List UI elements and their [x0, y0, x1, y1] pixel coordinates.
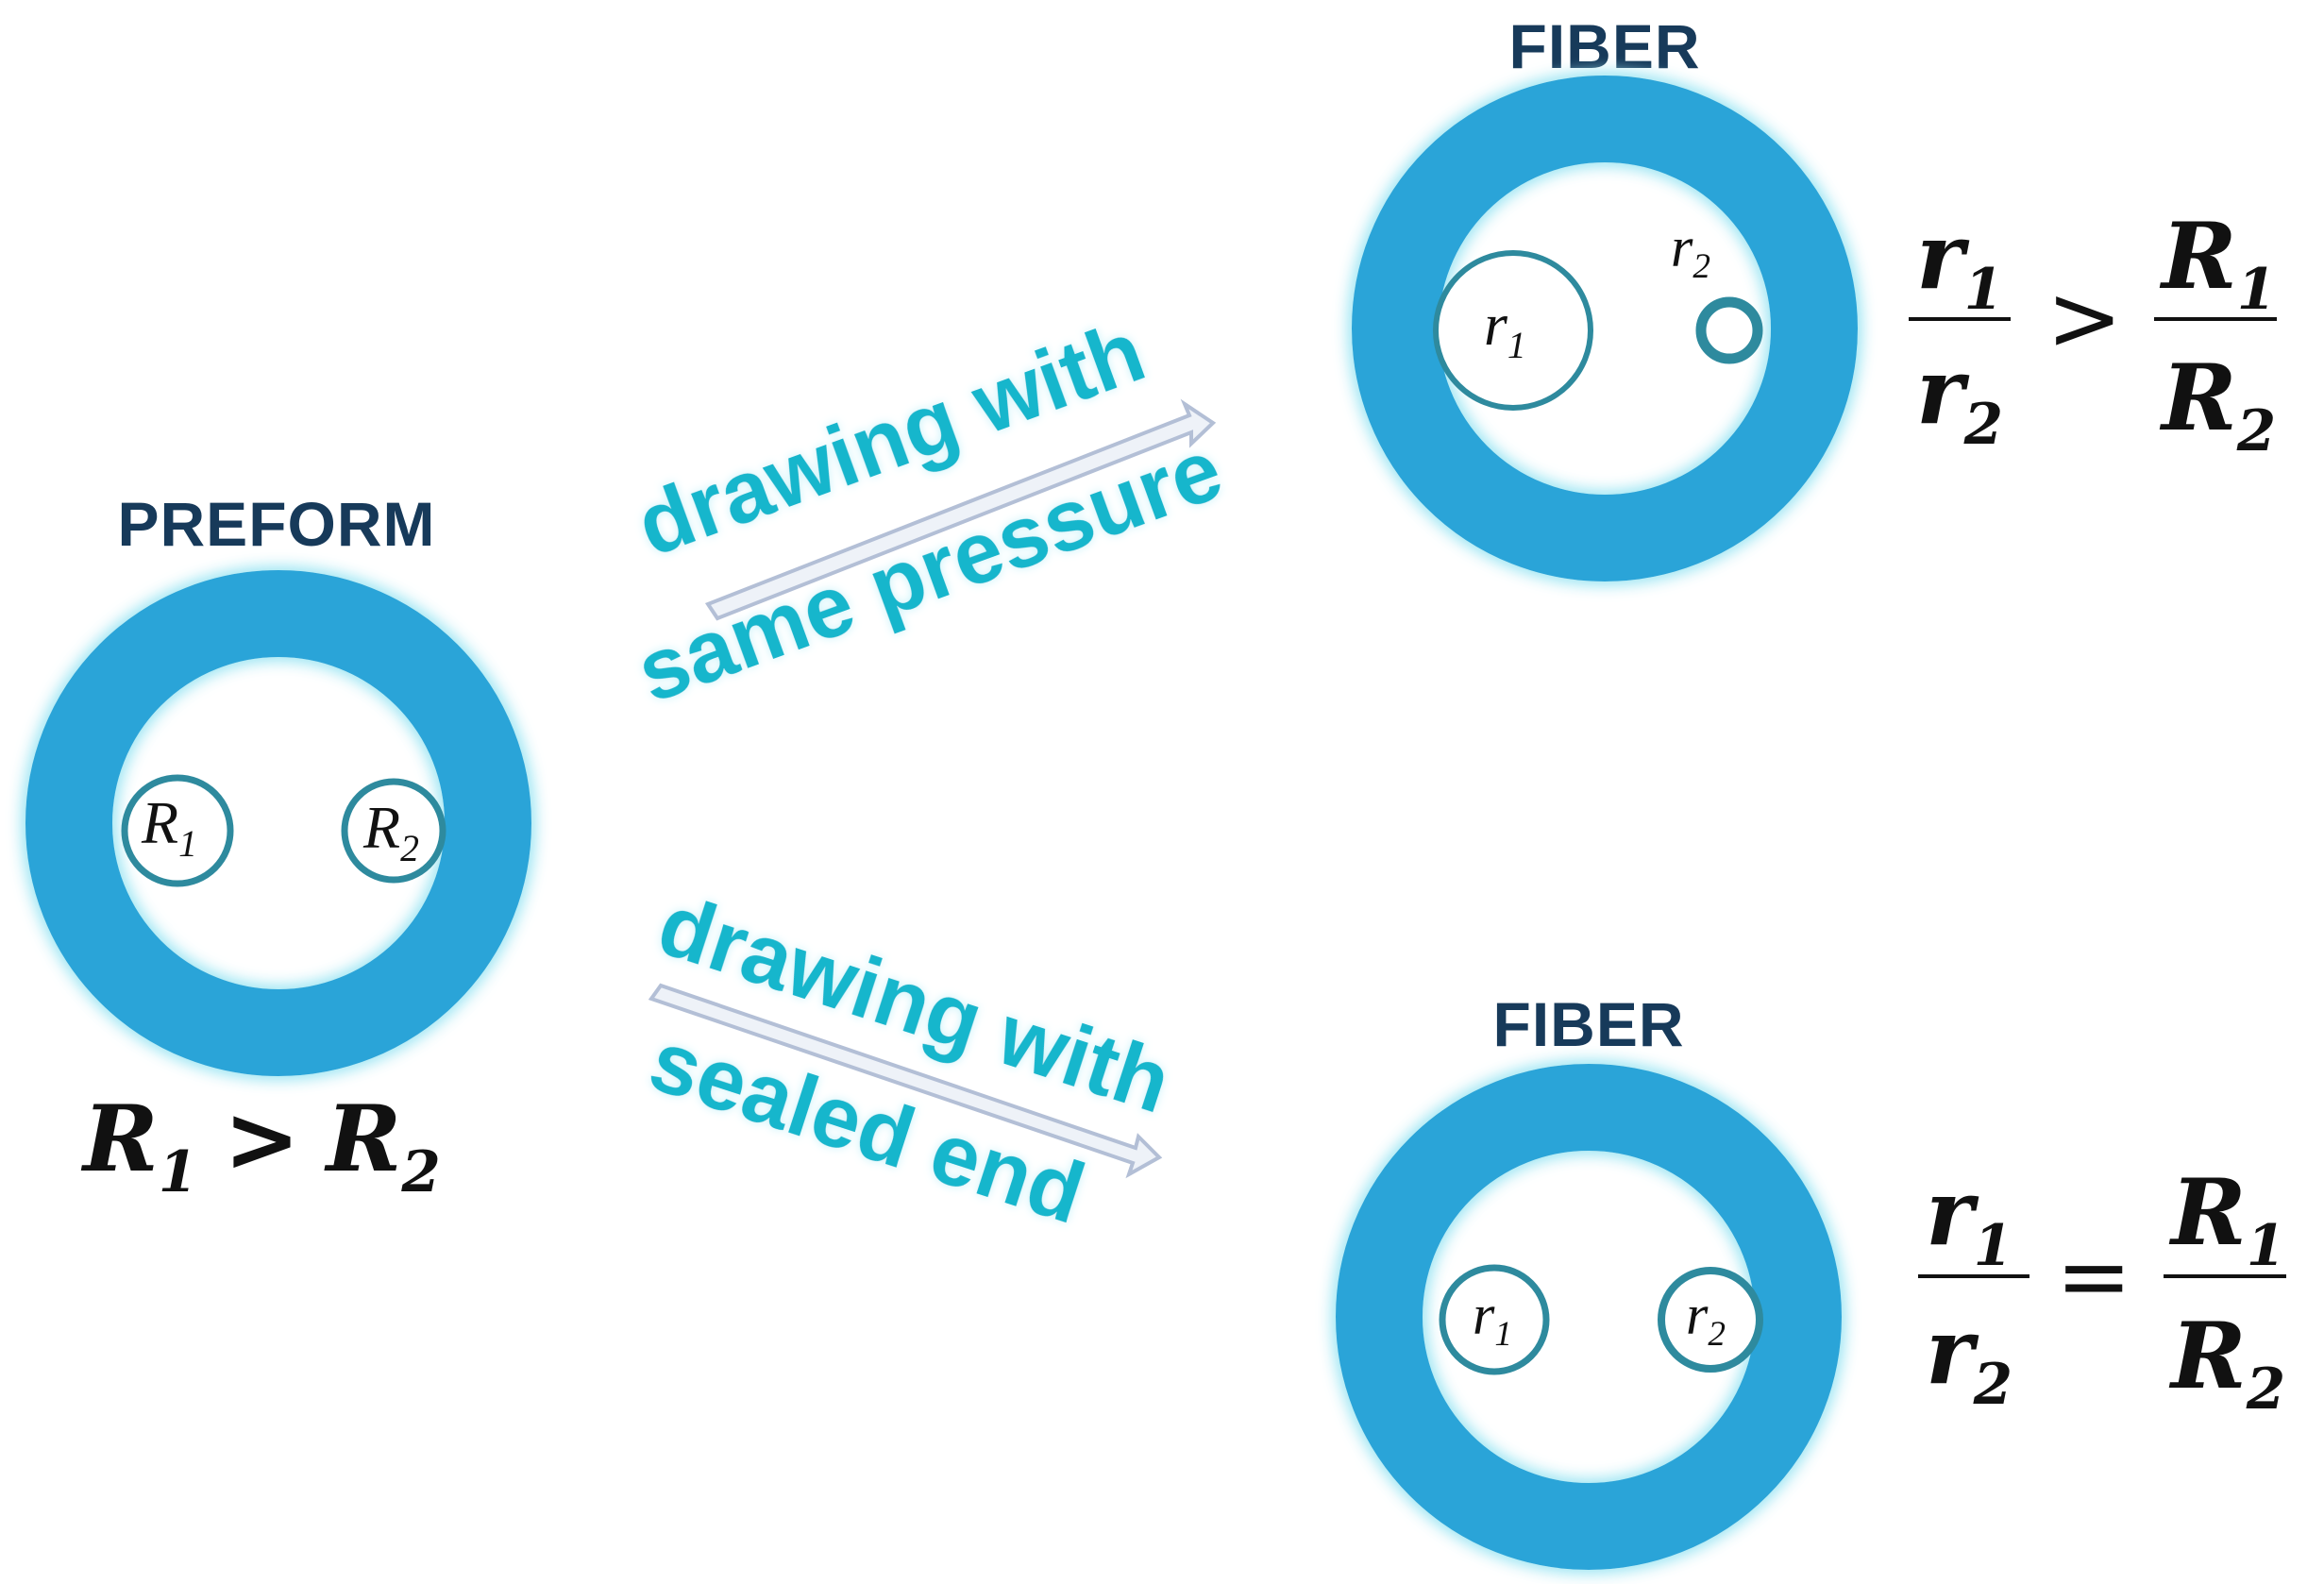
- preform-hole-1: [121, 774, 234, 887]
- preform-title: PREFORM: [118, 489, 436, 559]
- fiber-bottom-title: FIBER: [1493, 989, 1685, 1059]
- fiber-top-hole-1-label: r1: [1484, 291, 1526, 366]
- relation-top-num-right: R1: [2159, 203, 2276, 323]
- fiber-top-hole-2-label: r2: [1671, 216, 1710, 286]
- fiber-top-group: FIBER r1 r2 r1 r2 > R1 R2: [1352, 11, 2277, 581]
- preform-group: PREFORM R1 R2 R1>R2: [25, 489, 531, 1205]
- fiber-top-relation: r1 r2 > R1 R2: [1909, 203, 2277, 464]
- relation-top-num-left: r1: [1916, 203, 2003, 323]
- preform-hole-2-label: R2: [362, 794, 419, 869]
- relation-bottom-num-left: r1: [1926, 1159, 2012, 1279]
- relation-bottom-den-right: R2: [2168, 1303, 2285, 1423]
- fiber-bottom-hole-1: [1439, 1264, 1550, 1375]
- arrow-sealed-end-icon: [648, 983, 1163, 1179]
- path-sealed-end: drawing with sealed end: [639, 876, 1182, 1242]
- arrow-same-pressure-icon: [704, 398, 1217, 621]
- relation-bottom-num-right: R1: [2168, 1159, 2285, 1279]
- preform-condition: R1>R2: [80, 1086, 441, 1205]
- fiber-top-hole-2: [1695, 296, 1763, 364]
- preform-hole-1-label: R1: [141, 789, 197, 865]
- fiber-bottom-group: FIBER r1 r2 r1 r2 = R1 R2: [1336, 989, 2286, 1570]
- relation-top-den-right: R2: [2159, 345, 2276, 464]
- fiber-bottom-hole-2-label: r2: [1686, 1284, 1726, 1354]
- fiber-top-hole-1: [1433, 250, 1593, 411]
- relation-top-operator: >: [2046, 265, 2122, 371]
- fiber-top-title: FIBER: [1509, 11, 1701, 81]
- fiber-bottom-hole-1-label: r1: [1473, 1284, 1512, 1354]
- fiber-top-cladding-ring: [1352, 76, 1858, 581]
- path-same-pressure: drawing with same pressure: [625, 303, 1234, 721]
- fiber-bottom-cladding-ring: [1336, 1064, 1842, 1570]
- fiber-bottom-relation: r1 r2 = R1 R2: [1918, 1159, 2286, 1423]
- preform-cladding-ring: [25, 570, 531, 1076]
- preform-hole-2: [341, 778, 446, 884]
- fiber-bottom-hole-2: [1658, 1267, 1763, 1373]
- relation-top-den-left: r2: [1916, 338, 2003, 458]
- relation-bottom-den-left: r2: [1926, 1298, 2012, 1418]
- relation-bottom-operator: =: [2056, 1223, 2131, 1329]
